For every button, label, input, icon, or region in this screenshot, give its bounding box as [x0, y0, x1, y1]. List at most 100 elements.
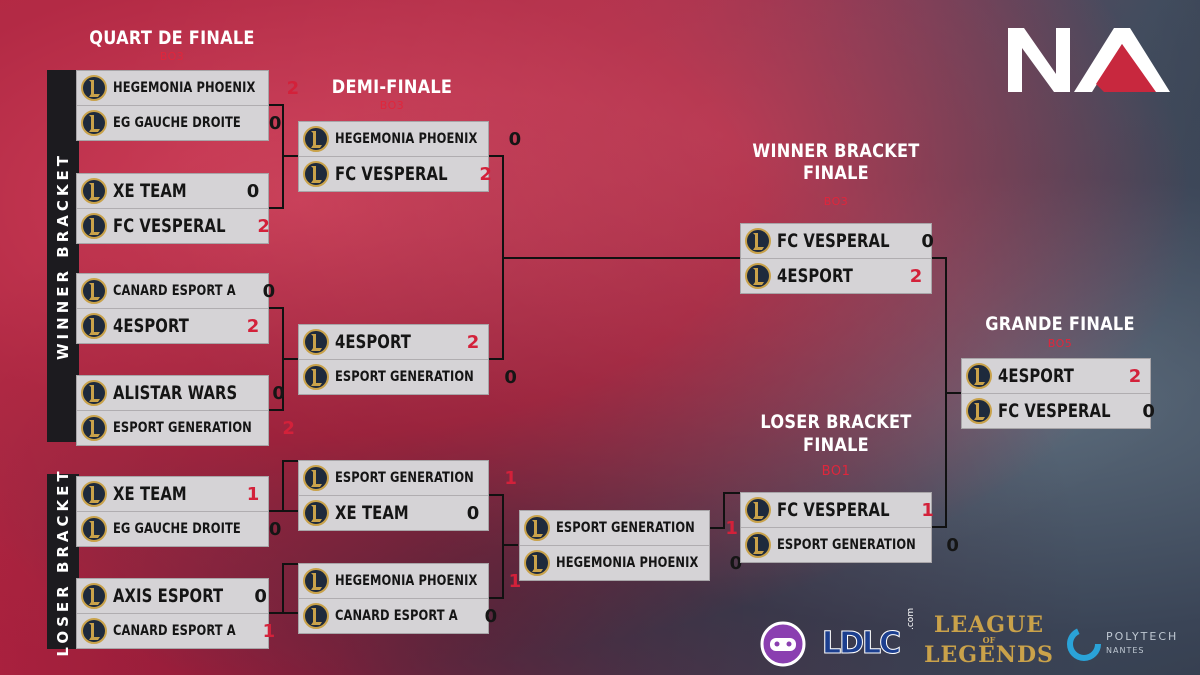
team-name: AXIS ESPORT — [113, 585, 224, 607]
team-score: 1 — [262, 620, 276, 642]
team-score: 0 — [729, 552, 743, 574]
team-score: 0 — [272, 382, 285, 404]
team-name: HEGEMONIA PHOENIX — [335, 131, 478, 147]
team-name: EG GAUCHE DROITE — [113, 521, 241, 537]
team-name: 4ESPORT — [113, 315, 189, 337]
team-score: 2 — [909, 265, 923, 287]
league-team-icon — [81, 213, 107, 239]
team-row: EG GAUCHE DROITE 0 — [77, 105, 281, 140]
wbf-bo: BO3 — [823, 195, 849, 208]
lbf-title-2: FINALE — [803, 434, 869, 456]
league-team-icon — [303, 329, 329, 355]
team-name: ESPORT GENERATION — [113, 420, 252, 436]
team-score: 0 — [246, 180, 260, 202]
gamepad-club-logo — [760, 621, 806, 667]
team-row: XE TEAM 0 — [77, 174, 268, 208]
team-score: 1 — [921, 499, 934, 521]
league-team-icon — [303, 500, 329, 526]
na-logo — [1008, 28, 1170, 92]
quarter-title: QUART DE FINALE — [89, 27, 255, 49]
league-team-icon — [303, 126, 329, 152]
league-team-icon — [303, 603, 329, 629]
lbf-title-1: LOSER BRACKET — [760, 411, 912, 433]
team-score: 2 — [1128, 365, 1142, 387]
wbf-title-2: FINALE — [803, 162, 869, 184]
league-team-icon — [81, 110, 107, 136]
team-name: ESPORT GENERATION — [556, 520, 695, 536]
team-name: ESPORT GENERATION — [335, 470, 474, 486]
team-row: HEGEMONIA PHOENIX 0 — [299, 122, 521, 156]
team-score: 2 — [282, 417, 295, 439]
league-team-icon — [303, 364, 329, 390]
team-name: 4ESPORT — [335, 331, 411, 353]
league-team-icon — [745, 532, 771, 558]
league-team-icon — [303, 568, 329, 594]
team-name: FC VESPERAL — [113, 215, 226, 237]
team-score: 1 — [725, 517, 738, 539]
league-team-icon — [303, 465, 329, 491]
team-row: ESPORT GENERATION 2 — [77, 410, 295, 445]
wbf-title-1: WINNER BRACKET — [752, 140, 920, 162]
team-name: EG GAUCHE DROITE — [113, 115, 241, 131]
league-team-icon — [81, 481, 107, 507]
team-score: 0 — [484, 605, 498, 627]
team-score: 0 — [946, 534, 959, 556]
league-team-icon — [966, 398, 992, 424]
semi-bo: BO3 — [379, 99, 405, 112]
team-score: 0 — [268, 112, 282, 134]
team-score: 0 — [921, 230, 934, 252]
league-team-icon — [745, 497, 771, 523]
team-name: 4ESPORT — [777, 265, 853, 287]
team-row: ALISTAR WARS 0 — [77, 376, 285, 410]
team-name: HEGEMONIA PHOENIX — [113, 80, 256, 96]
team-row: CANARD ESPORT A 0 — [77, 274, 275, 308]
polytech-logo-mark — [1067, 627, 1101, 661]
team-name: XE TEAM — [335, 502, 409, 524]
team-name: CANARD ESPORT A — [113, 283, 236, 299]
league-team-icon — [81, 278, 107, 304]
team-name: 4ESPORT — [998, 365, 1074, 387]
team-score: 2 — [246, 315, 260, 337]
team-score: 0 — [508, 128, 522, 150]
team-score: 1 — [246, 483, 260, 505]
gf-bo: BO5 — [1047, 337, 1073, 350]
team-score: 0 — [262, 280, 276, 302]
league-team-icon — [81, 75, 107, 101]
team-score: 1 — [508, 570, 522, 592]
team-row: 4ESPORT 2 — [962, 359, 1150, 393]
team-name: CANARD ESPORT A — [113, 623, 236, 639]
league-team-icon — [81, 618, 107, 644]
team-row: CANARD ESPORT A 1 — [77, 613, 275, 648]
league-team-icon — [966, 363, 992, 389]
league-team-icon — [81, 313, 107, 339]
league-of-legends-logo: LEAGUE OF LEGENDS — [924, 612, 1054, 668]
team-name: HEGEMONIA PHOENIX — [335, 573, 478, 589]
gf-title: GRANDE FINALE — [985, 313, 1135, 335]
team-name: ESPORT GENERATION — [335, 369, 474, 385]
team-name: FC VESPERAL — [998, 400, 1111, 422]
quarter-bo: BO3 — [159, 50, 185, 63]
team-name: ALISTAR WARS — [113, 382, 238, 404]
team-score: 2 — [466, 331, 480, 353]
team-name: XE TEAM — [113, 180, 187, 202]
